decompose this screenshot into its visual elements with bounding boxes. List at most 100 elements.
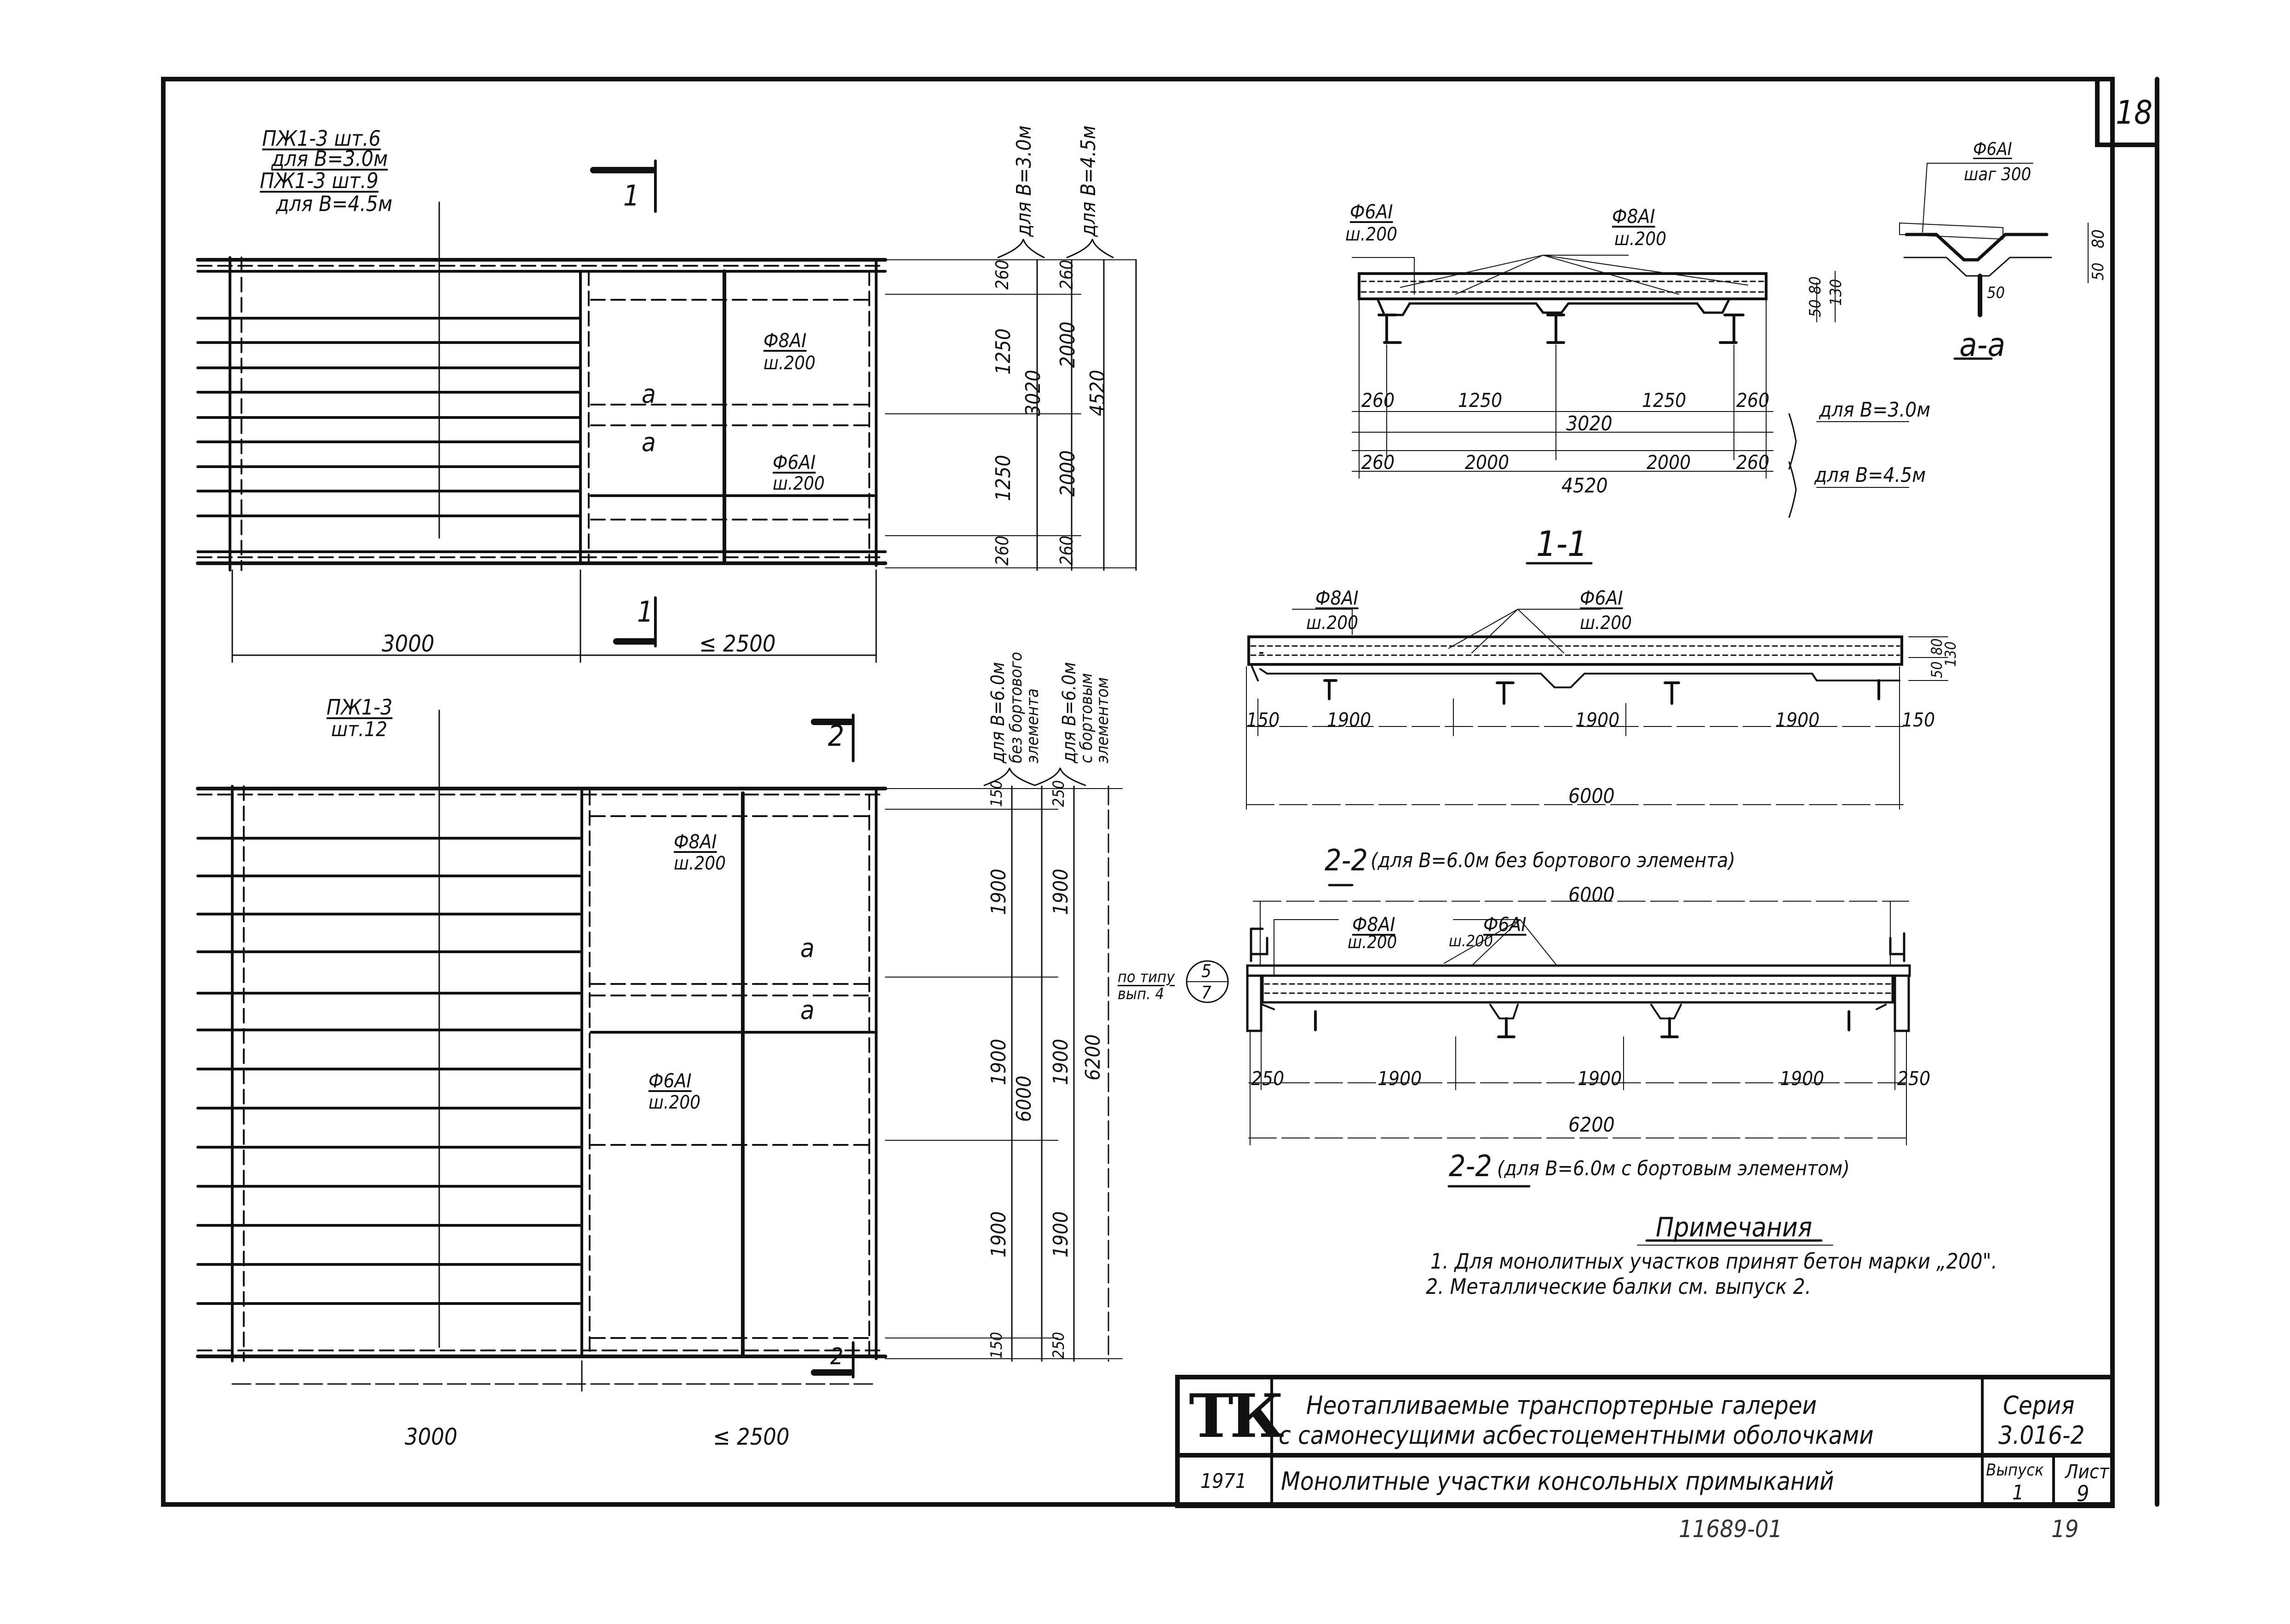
plan-bottom-noedge-1: 1900 xyxy=(987,869,1010,915)
plan-bottom-label-1: ПЖ1-3 xyxy=(327,695,393,720)
plan-top-dim-left: 3000 xyxy=(382,630,435,657)
s11-row2-1: 2000 xyxy=(1465,451,1509,474)
s22b-dim-3: 1900 xyxy=(1780,1067,1825,1090)
title-block-sheet-title: Монолитные участки консольных примыканий xyxy=(1281,1467,1834,1496)
plan-top-drawing xyxy=(196,160,1137,663)
section-1-1-title: 1-1 xyxy=(1536,523,1588,564)
s22b-dim-4: 250 xyxy=(1897,1067,1931,1090)
plan-bottom-label-2: шт.12 xyxy=(331,718,388,741)
s22a-dim-0: 150 xyxy=(1246,709,1280,731)
s11-row1-2: 1250 xyxy=(1642,389,1687,412)
plan-top-dim-b45-total: 4520 xyxy=(1086,370,1109,416)
plan-bottom-rebar1-step: ш.200 xyxy=(674,853,726,874)
s22a-thk-130: 130 xyxy=(1942,641,1959,667)
plan-bottom-edge-3: 1900 xyxy=(1049,1211,1073,1258)
cut-a-bottom-plan2: a xyxy=(800,995,815,1025)
s11-row1-1: 1250 xyxy=(1458,389,1503,412)
plan-top-dim-b45-1: 2000 xyxy=(1056,321,1079,368)
s11-row1-total: 3020 xyxy=(1566,412,1613,435)
ref-bubble-bottom: 7 xyxy=(1201,983,1211,1003)
plan-top-label-3: ПЖ1-3 шт.9 xyxy=(260,168,379,193)
s11-rebar-mid-spec: Ф8АI xyxy=(1612,205,1655,228)
s11-rebar-mid-step: ш.200 xyxy=(1614,229,1667,250)
plan-top-dim-b30-total: 3020 xyxy=(1022,370,1045,416)
plan-bottom-noedge-3: 1900 xyxy=(987,1211,1010,1258)
plan-bottom-edge-total: 6200 xyxy=(1081,1034,1105,1081)
title-block-issue-label: Выпуск xyxy=(1986,1461,2044,1480)
plan-bottom-dim-left: 3000 xyxy=(405,1424,458,1450)
s11-row2-3: 260 xyxy=(1736,451,1770,474)
s11-row2-caption: для B=4.5м xyxy=(1814,463,1926,487)
plan-bottom-edge-0: 250 xyxy=(1050,780,1068,807)
s22b-rebar-mid-spec: Ф6АI xyxy=(1483,913,1527,936)
s22b-dim-0: 250 xyxy=(1251,1067,1285,1090)
saa-rebar-step: шаг 300 xyxy=(1964,164,2032,184)
s11-thk-130: 130 xyxy=(1827,279,1845,306)
s22a-rebar-left-spec: Ф8АI xyxy=(1315,587,1359,609)
cut-a-top-plan2: a xyxy=(800,933,815,963)
plan-bottom-drawing xyxy=(196,709,1229,1392)
plan-top-dim-b45-0: 260 xyxy=(1056,259,1077,290)
s22b-top-dim: 6000 xyxy=(1568,883,1615,907)
s22b-dim-2: 1900 xyxy=(1578,1067,1622,1090)
archive-stamp-page: 19 xyxy=(2051,1515,2079,1543)
plan-top-dim-b45-2: 2000 xyxy=(1056,450,1079,497)
section-2-2a-subtitle: (для B=6.0м без бортового элемента) xyxy=(1371,849,1735,872)
section-a-a-title: a-a xyxy=(1959,326,2005,364)
plan-bottom-rebar2-step: ш.200 xyxy=(649,1092,701,1113)
title-block-series-value: 3.016-2 xyxy=(1998,1421,2085,1450)
plan-top-label-2: для B=3.0м xyxy=(271,146,388,171)
section-2-2b-subtitle: (для B=6.0м с бортовым элементом) xyxy=(1497,1157,1850,1180)
section-mark-1-top: 1 xyxy=(623,179,640,212)
title-block-logo: ТК xyxy=(1189,1381,1284,1451)
plan-bottom-rebar2-spec: Ф6АI xyxy=(649,1069,692,1092)
plan-bottom-noedge-caption-3: элемента xyxy=(1023,688,1042,763)
s22a-rebar-mid-step: ш.200 xyxy=(1580,612,1632,634)
plan-bottom-noedge-total: 6000 xyxy=(1012,1075,1036,1122)
title-block-sheet-value: 9 xyxy=(2077,1481,2089,1507)
title-block-title-1: Неотапливаемые транспортерные галереи xyxy=(1306,1391,1817,1420)
plan-bottom-edge-4: 250 xyxy=(1050,1332,1068,1359)
section-mark-1-bottom: 1 xyxy=(637,595,654,629)
s11-row1-0: 260 xyxy=(1361,389,1395,412)
s11-row1-caption: для B=3.0м xyxy=(1819,398,1931,422)
note-item-2: 2. Металлические балки см. выпуск 2. xyxy=(1426,1274,1811,1299)
plan-top-dim-b30-1: 1250 xyxy=(992,328,1015,375)
s11-row2-0: 260 xyxy=(1361,451,1395,474)
s11-rebar-left-spec: Ф6АI xyxy=(1350,200,1393,223)
section-2-2b-drawing xyxy=(1246,901,1911,1188)
plan-top-rebar2-spec: Ф6АI xyxy=(773,451,816,474)
section-a-a-drawing xyxy=(1899,163,2089,360)
plan-bottom-noedge-4: 150 xyxy=(987,1332,1006,1359)
title-block-title-2: с самонесущими асбестоцементными оболочк… xyxy=(1279,1421,1874,1450)
plan-bottom-edge-caption-1: для B=6.0м xyxy=(1059,662,1080,763)
s11-row2-2: 2000 xyxy=(1647,451,1691,474)
plan-top-rebar1-step: ш.200 xyxy=(763,353,816,374)
title-block-issue-value: 1 xyxy=(2012,1481,2024,1504)
saa-rebar-spec: Ф6АI xyxy=(1973,139,2012,159)
plan-bottom-noedge-caption-1: для B=6.0м xyxy=(987,662,1009,763)
plan-top-dim-b30-0: 260 xyxy=(992,259,1012,290)
s22a-dim-3: 1900 xyxy=(1775,709,1820,731)
s11-thk-50: 50 xyxy=(1806,299,1825,317)
s22a-dim-4: 150 xyxy=(1902,709,1935,731)
s22a-dim-2: 1900 xyxy=(1575,709,1620,731)
section-2-2b-title: 2-2 xyxy=(1449,1149,1492,1184)
plan-top-dim-b30-caption: для B=3.0м xyxy=(1012,125,1036,237)
s22b-rebar-left-spec: Ф8АI xyxy=(1352,913,1395,936)
ref-note-line-1: по типу xyxy=(1118,968,1175,986)
saa-dim-80: 80 xyxy=(2089,229,2108,248)
section-1-1-drawing xyxy=(1352,255,1909,565)
s22b-rebar-left-step: ш.200 xyxy=(1348,932,1397,952)
plan-bottom-noedge-caption-2: без бортового xyxy=(1007,652,1026,763)
corner-sheet-number: 18 xyxy=(2116,94,2153,132)
cut-a-top-plan1: a xyxy=(642,379,656,409)
section-2-2a-drawing xyxy=(1246,609,1948,886)
plan-bottom-edge-caption-2: с бортовым xyxy=(1077,673,1096,763)
plan-top-rebar1-spec: Ф8АI xyxy=(763,329,807,352)
notes-heading: Примечания xyxy=(1656,1212,1812,1243)
s22a-dim-1: 1900 xyxy=(1327,709,1372,731)
cut-a-bottom-plan1: a xyxy=(642,428,656,457)
